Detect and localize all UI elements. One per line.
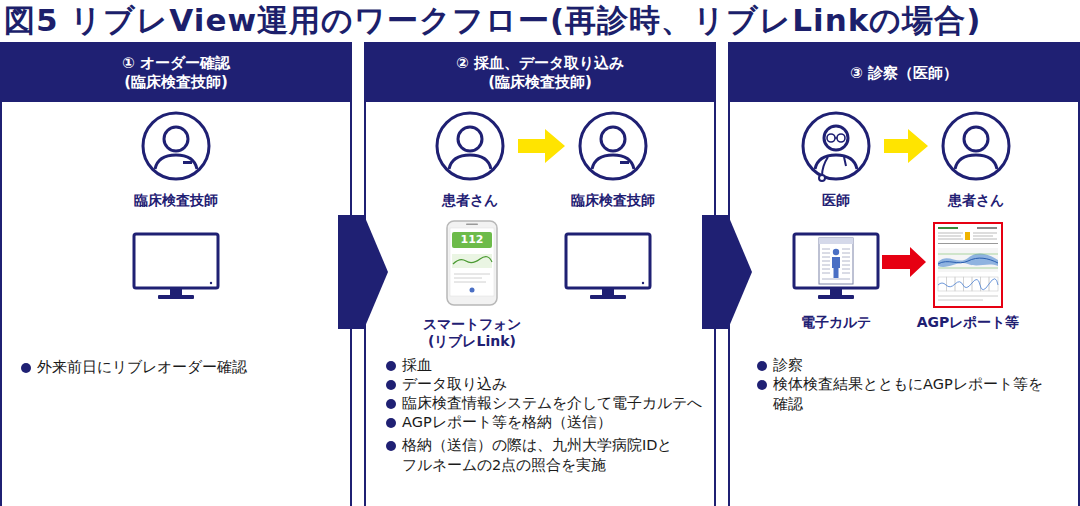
bullet-dot (757, 380, 767, 390)
header-band: ③ 診察（医師） (730, 44, 1078, 102)
node-label: 患者さん (442, 192, 498, 209)
screen-value: 112 (452, 232, 492, 248)
node-label: AGPレポート等 (917, 314, 1020, 331)
person-icon-picture (940, 110, 1012, 182)
panel-heading: ① オーダー確認 (臨床検査技師) (76, 54, 276, 92)
bullet-dot (21, 363, 31, 373)
panel-heading: ③ 診察（医師） (850, 64, 958, 83)
workflow-panel: ② 採血、データ取り込み (臨床検査技師) 採血データ取り込み臨床検査情報システム… (364, 42, 716, 506)
person-icon: 臨床検査技師 (565, 108, 661, 212)
person-icon: 患者さん (928, 108, 1024, 212)
bullet-dot (386, 418, 396, 428)
node-label: 臨床検査技師 (571, 192, 655, 209)
bullet-item: 診察 (757, 356, 1053, 376)
bullet-text: 診察 (773, 356, 1053, 376)
person-icon: 患者さん (422, 108, 518, 212)
bullet-text: データ取り込み (402, 375, 702, 395)
emr-monitor-node-picture (792, 232, 880, 302)
person-icon: 医師 (788, 108, 884, 212)
node-label: スマートフォン (リブレLink) (412, 316, 532, 350)
agp-report-node: AGPレポート等 (926, 222, 1010, 332)
bullet-item: 外来前日にリブレオーダー確認 (21, 358, 337, 378)
bullet-text: 採血 (402, 356, 702, 376)
agp-report-node-picture (933, 222, 1003, 308)
bullet-item: 採血 (386, 356, 702, 376)
bullet-item: AGPレポート等を格納（送信） (386, 413, 702, 433)
node-label: 臨床検査技師 (134, 192, 218, 209)
bullet-dot (386, 380, 396, 390)
person-icon-picture (577, 110, 649, 182)
node-label: 電子カルテ (801, 314, 871, 331)
header-band: ① オーダー確認 (臨床検査技師) (2, 44, 350, 102)
person-icon: 臨床検査技師 (128, 108, 224, 212)
workflow-panel: ③ 診察（医師） 診察検体検査結果とともにAGPレポート等を 確認 医師 患者さん電子… (728, 42, 1080, 506)
person-icon-picture (434, 110, 506, 182)
bullet-text: 検体検査結果とともにAGPレポート等を 確認 (773, 375, 1053, 414)
workflow-panel: ① オーダー確認 (臨床検査技師) 外来前日にリブレオーダー確認 臨床検査技師 (0, 42, 352, 506)
bullet-text: AGPレポート等を格納（送信） (402, 413, 702, 433)
bullet-item: 検体検査結果とともにAGPレポート等を 確認 (757, 375, 1053, 414)
bullet-text: 臨床検査情報システムを介して電子カルテへ (402, 394, 702, 414)
bullet-dot (757, 361, 767, 371)
emr-monitor-node: 電子カルテ (790, 228, 882, 332)
diagram-title: 図5 リブレView運用のワークフロー(再診時、リブレLinkの場合) (4, 1, 982, 39)
header-band: ② 採血、データ取り込み (臨床検査技師) (366, 44, 714, 102)
person-icon-picture (800, 110, 872, 182)
bullet-item: 格納（送信）の際は、九州大学病院IDと フルネームの2点の照合を実施 (386, 436, 702, 475)
node-label: 医師 (822, 192, 850, 209)
bullet-text: 格納（送信）の際は、九州大学病院IDと フルネームの2点の照合を実施 (402, 436, 702, 475)
person-icon-picture (140, 110, 212, 182)
bullet-dot (386, 399, 396, 409)
bullet-item: データ取り込み (386, 375, 702, 395)
panel-heading: ② 採血、データ取り込み (臨床検査技師) (440, 54, 640, 92)
bullet-dot (386, 361, 396, 371)
node-label: 患者さん (948, 192, 1004, 209)
bullet-dot (386, 441, 396, 451)
smartphone-node-picture (446, 220, 498, 306)
bullet-item: 臨床検査情報システムを介して電子カルテへ (386, 394, 702, 414)
bullet-text: 外来前日にリブレオーダー確認 (37, 358, 337, 378)
